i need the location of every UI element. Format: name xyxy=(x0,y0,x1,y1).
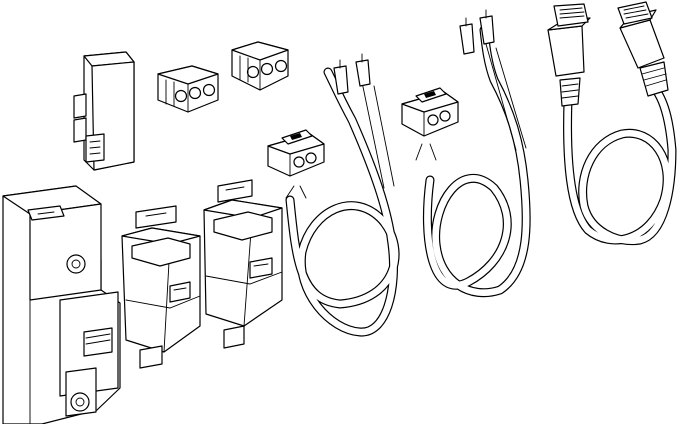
circuit-breaker xyxy=(2,185,121,424)
terminal-block-a xyxy=(157,65,219,113)
power-cable-a xyxy=(267,53,400,337)
terminal-block-b xyxy=(231,41,289,91)
din-adapter-a xyxy=(121,205,201,369)
network-cable xyxy=(547,1,677,246)
plug-in-module xyxy=(73,51,135,171)
power-cable-b xyxy=(401,9,531,298)
din-adapter-b xyxy=(203,179,283,349)
